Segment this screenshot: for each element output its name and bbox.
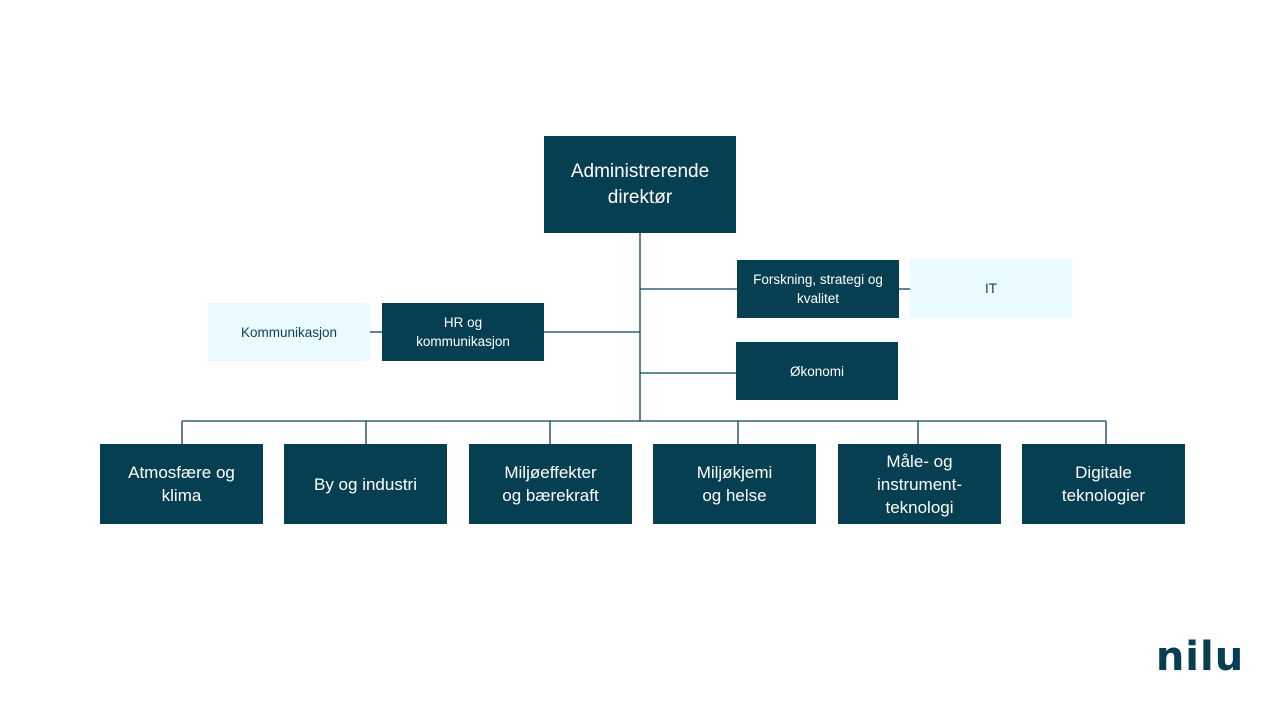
box-label: HR og kommunikasjon bbox=[416, 315, 510, 349]
box-forskning-strategi-kvalitet: Forskning, strategi og kvalitet bbox=[737, 260, 899, 318]
dept-atmosfaere-klima: Atmosfære og klima bbox=[100, 444, 263, 524]
dept-label: Miljøeffekter og bærekraft bbox=[502, 463, 599, 505]
dept-miljoeffekter-baerekraft: Miljøeffekter og bærekraft bbox=[469, 444, 632, 524]
box-hr-kommunikasjon: HR og kommunikasjon bbox=[382, 303, 544, 361]
dept-male-instrumentteknologi: Måle- og instrument- teknologi bbox=[838, 444, 1001, 524]
dept-by-industri: By og industri bbox=[284, 444, 447, 524]
box-label: Økonomi bbox=[789, 363, 845, 379]
box-label: Kommunikasjon bbox=[240, 324, 338, 340]
dept-label: Digitale teknologier bbox=[1061, 463, 1146, 505]
box-label: Forskning, strategi og kvalitet bbox=[753, 272, 883, 306]
box-it: IT bbox=[910, 259, 1072, 318]
dept-label: By og industri bbox=[314, 474, 417, 494]
box-label: Administrerende direktør bbox=[570, 160, 710, 208]
dept-label: Miljøkjemi og helse bbox=[696, 463, 773, 505]
dept-digitale-teknologier: Digitale teknologier bbox=[1022, 444, 1185, 524]
dept-label: Atmosfære og klima bbox=[128, 463, 235, 505]
box-kommunikasjon: Kommunikasjon bbox=[208, 303, 370, 361]
box-label: IT bbox=[985, 281, 997, 296]
nilu-logo: nilu bbox=[1155, 634, 1245, 680]
box-okonomi: Økonomi bbox=[736, 342, 898, 400]
dept-label: Måle- og instrument- teknologi bbox=[876, 451, 963, 517]
dept-miljokjemi-helse: Miljøkjemi og helse bbox=[653, 444, 816, 524]
box-administrerende-direktor: Administrerende direktør bbox=[544, 136, 736, 233]
